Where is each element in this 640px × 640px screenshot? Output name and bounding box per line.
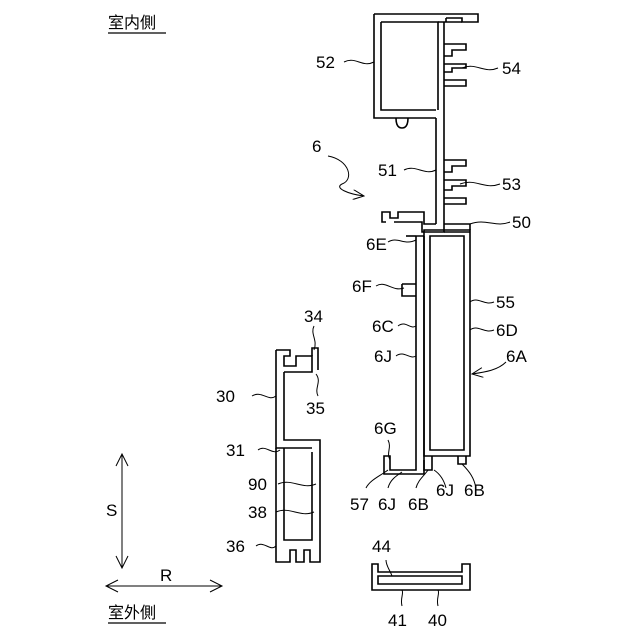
leader-44 xyxy=(386,560,392,576)
hollow-6D xyxy=(424,230,470,456)
label-6J: 6J xyxy=(374,347,392,366)
indoor-side-label: 室内側 xyxy=(108,13,156,32)
leader-6C xyxy=(398,324,416,327)
hook-34 xyxy=(312,348,318,370)
label-52: 52 xyxy=(316,53,335,72)
label-35: 35 xyxy=(306,399,325,418)
label-6J-bottom-2: 6J xyxy=(436,481,454,500)
label-6E: 6E xyxy=(366,235,387,254)
label-57: 57 xyxy=(350,495,369,514)
label-6G: 6G xyxy=(374,419,397,438)
leader-6F xyxy=(376,284,404,289)
hook-6G xyxy=(384,456,424,474)
label-6B-bottom-2: 6B xyxy=(464,481,485,500)
foot-hook xyxy=(382,212,444,232)
leader-57 xyxy=(366,470,388,488)
r-axis-label: R xyxy=(160,566,172,585)
wall-6C xyxy=(416,236,424,460)
label-31: 31 xyxy=(226,441,245,460)
cap-40 xyxy=(372,564,470,590)
outdoor-side-label: 室外側 xyxy=(108,603,156,622)
insert-44 xyxy=(378,576,462,584)
leader-54 xyxy=(462,66,498,69)
label-30: 30 xyxy=(216,387,235,406)
fins-54 xyxy=(444,44,466,86)
hollow-6D-inner xyxy=(430,236,464,450)
label-36: 36 xyxy=(226,537,245,556)
label-44: 44 xyxy=(372,537,391,556)
label-6A: 6A xyxy=(506,347,527,366)
label-41: 41 xyxy=(388,611,407,630)
label-55: 55 xyxy=(496,293,515,312)
arrow-6 xyxy=(328,156,364,196)
drip-bulb xyxy=(396,118,408,128)
label-40: 40 xyxy=(428,611,447,630)
fins-53 xyxy=(444,160,466,204)
label-50: 50 xyxy=(512,213,531,232)
label-6C: 6C xyxy=(372,317,394,336)
arrow-6A xyxy=(472,362,506,374)
lip-6F xyxy=(402,284,416,296)
leader-52 xyxy=(344,60,374,63)
leader-51 xyxy=(404,168,436,171)
label-6D: 6D xyxy=(496,321,518,340)
leader-6B-b1 xyxy=(416,470,428,488)
direction-arrows: S R xyxy=(106,454,222,592)
leader-55 xyxy=(470,300,494,303)
label-54: 54 xyxy=(502,59,521,78)
leader-6J xyxy=(396,354,416,357)
label-51: 51 xyxy=(378,161,397,180)
upper-frame-profile xyxy=(374,14,478,232)
label-6F: 6F xyxy=(352,277,372,296)
label-90: 90 xyxy=(248,475,267,494)
leader-38 xyxy=(276,510,314,513)
bottom-cap-profile xyxy=(372,564,470,590)
leader-50 xyxy=(470,222,510,224)
leader-34 xyxy=(313,326,315,350)
leader-6E xyxy=(388,240,416,242)
label-53: 53 xyxy=(502,175,521,194)
label-6J-bottom-1: 6J xyxy=(378,495,396,514)
reference-labels: 52 54 6 51 53 50 6E 6F 55 6C 6D 6J 6A 34… xyxy=(216,53,531,630)
hollow-chamber-52 xyxy=(374,14,478,118)
left-frame-profile xyxy=(276,348,320,562)
s-axis-label: S xyxy=(106,501,117,520)
leader-36 xyxy=(256,544,276,547)
leader-40 xyxy=(437,590,438,606)
legs-6J-6B xyxy=(424,456,466,470)
leader-6D xyxy=(470,328,494,331)
label-38: 38 xyxy=(248,503,267,522)
label-34: 34 xyxy=(304,307,323,326)
leader-35 xyxy=(316,374,318,396)
wall-31-38 xyxy=(276,448,312,548)
leader-41 xyxy=(401,590,402,606)
leader-30 xyxy=(252,394,276,397)
lower-frame-profile xyxy=(384,230,470,474)
label-6: 6 xyxy=(312,137,321,156)
label-6B-bottom-1: 6B xyxy=(408,495,429,514)
